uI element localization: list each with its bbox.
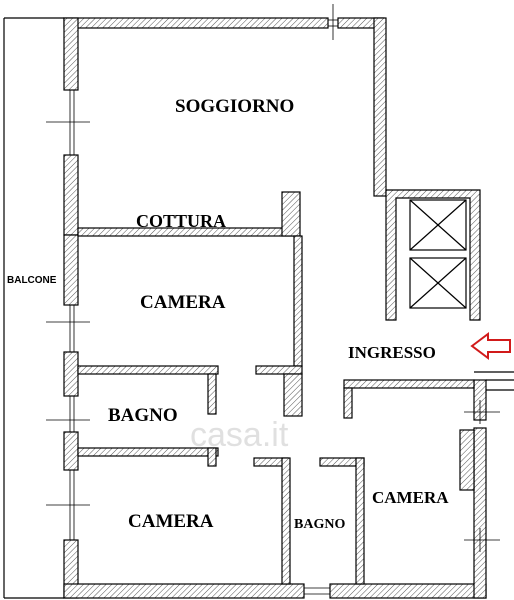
outer-walls <box>63 17 487 599</box>
room-label-camera-1: CAMERA <box>140 292 226 313</box>
cross-box-icon <box>409 257 467 309</box>
room-label-camera-3: CAMERA <box>372 488 449 507</box>
windows <box>46 4 500 595</box>
room-label-bagno-1: BAGNO <box>108 405 178 426</box>
balcony <box>3 17 64 599</box>
room-label-ingresso: INGRESSO <box>348 343 436 362</box>
room-label-camera-2: CAMERA <box>128 511 214 532</box>
entrance-step <box>474 371 514 391</box>
room-label-cottura: COTTURA <box>136 211 226 231</box>
area-label-balcone: BALCONE <box>7 275 57 286</box>
room-label-bagno-2: BAGNO <box>294 517 345 532</box>
cross-box-icon <box>409 199 467 251</box>
interior-walls <box>77 191 475 585</box>
room-label-soggiorno: SOGGIORNO <box>175 96 294 117</box>
watermark: casa.it <box>190 416 289 454</box>
arrow-left-icon <box>470 332 511 360</box>
elevator-shafts <box>409 199 467 309</box>
